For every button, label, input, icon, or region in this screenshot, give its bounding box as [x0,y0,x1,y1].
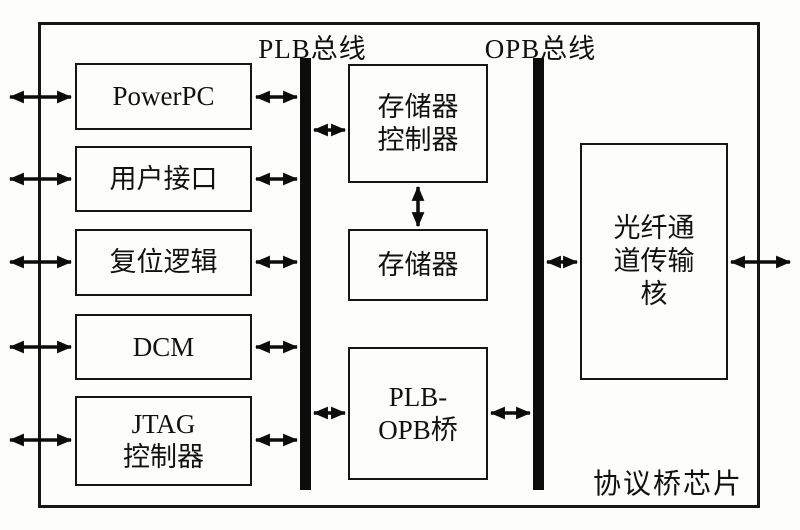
block-powerpc: PowerPC [75,63,252,130]
block-reset-logic: 复位逻辑 [75,229,252,296]
block-jtag-controller-label: JTAG 控制器 [123,409,204,472]
chip-name-label: 协议桥芯片 [592,469,743,500]
block-fibre-channel-core-label: 光纤通 道传输 核 [613,213,695,309]
plb-bus-label: PLB总线 [258,34,367,64]
block-powerpc-label: PowerPC [112,81,215,112]
block-memory-controller: 存储器 控制器 [348,64,488,183]
block-user-interface: 用户接口 [75,146,252,212]
block-memory: 存储器 [348,229,488,301]
block-jtag-controller: JTAG 控制器 [75,396,252,486]
opb-bus-bar [533,58,544,490]
block-reset-logic-label: 复位逻辑 [109,247,218,278]
block-fibre-channel-core: 光纤通 道传输 核 [580,143,728,380]
block-memory-label: 存储器 [377,249,459,280]
plb-bus-bar [300,58,311,490]
block-dcm: DCM [75,314,252,380]
block-plb-opb-bridge-label: PLB- OPB桥 [378,381,458,445]
block-user-interface-label: 用户接口 [109,163,218,194]
block-memory-controller-label: 存储器 控制器 [377,91,459,155]
block-dcm-label: DCM [132,331,195,362]
block-plb-opb-bridge: PLB- OPB桥 [348,347,488,480]
